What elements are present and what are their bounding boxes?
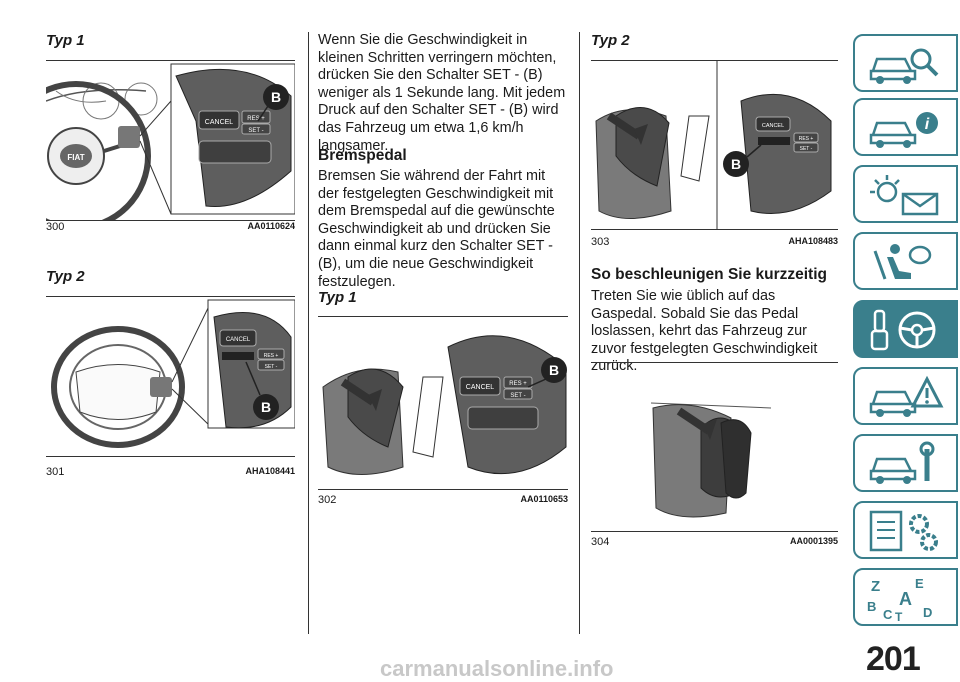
cancel-button-label: CANCEL: [762, 123, 784, 129]
tab-specifications[interactable]: [853, 501, 958, 559]
section-heading: Bremspedal: [318, 147, 407, 164]
figure-300: FIAT CANCEL RES + SET - B: [46, 60, 295, 221]
warning-lights-icon: [870, 175, 939, 216]
cancel-button-label: CANCEL: [466, 384, 495, 391]
index-letter: T: [895, 610, 903, 621]
car-info-icon: i: [869, 112, 938, 148]
figure-302: CANCEL RES + SET - B: [318, 316, 568, 490]
index-letter: Z: [871, 578, 880, 595]
figure-number: 303: [591, 236, 610, 248]
figure-type-label: Typ 1: [46, 32, 85, 49]
tab-car-warning-triangle[interactable]: [853, 367, 958, 425]
figure-number: 302: [318, 494, 337, 506]
index-letter: D: [923, 605, 932, 620]
res-button-label: RES +: [509, 381, 527, 387]
figure-number: 304: [591, 536, 610, 548]
watermark: carmanualsonline.info: [380, 656, 614, 681]
alphabetical-index-icon: Z E A B C D T: [867, 576, 932, 621]
key-steering-wheel-icon: [870, 309, 936, 351]
callout-b: B: [261, 399, 271, 415]
car-search-icon: [869, 48, 939, 84]
index-letter: C: [883, 607, 893, 621]
set-button-label: SET -: [800, 146, 813, 152]
index-letter: E: [915, 576, 924, 591]
column-divider: [308, 32, 309, 634]
figure-type-label: Typ 2: [591, 32, 630, 49]
index-letter: B: [867, 599, 876, 614]
figure-code: AA0110653: [520, 494, 568, 504]
figure-301: CANCEL RES + SET - B: [46, 296, 295, 457]
tab-warning-lights[interactable]: [853, 165, 958, 223]
section-heading: So beschleunigen Sie kurzzeitig: [591, 266, 827, 283]
airbag-seat-icon: [873, 244, 932, 280]
svg-text:i: i: [925, 116, 930, 133]
res-button-label: RES +: [799, 136, 814, 142]
tab-key-steering-wheel[interactable]: [853, 300, 958, 358]
tab-car-info[interactable]: i: [853, 98, 958, 156]
specifications-gears-icon: [869, 510, 938, 552]
callout-b: B: [549, 362, 559, 378]
figure-type-label: Typ 2: [46, 268, 85, 285]
page-number: 201: [866, 640, 921, 678]
figure-type-label: Typ 1: [318, 289, 357, 306]
figure-code: AA0110624: [247, 221, 295, 231]
column-divider: [579, 32, 580, 634]
index-letter: A: [899, 589, 912, 609]
tab-car-search[interactable]: [853, 34, 958, 92]
figure-304: [591, 362, 838, 532]
figure-number: 301: [46, 466, 65, 478]
figure-code: AHA108441: [245, 466, 295, 476]
tab-airbag-seat[interactable]: [853, 232, 958, 290]
tab-car-wrench[interactable]: [853, 434, 958, 492]
figure-code: AA0001395: [789, 536, 838, 546]
figure-number: 300: [46, 221, 65, 233]
car-wrench-icon: [869, 441, 935, 484]
tab-index[interactable]: Z E A B C D T: [853, 568, 958, 626]
set-button-label: SET -: [510, 393, 525, 399]
cancel-button-label: CANCEL: [226, 337, 251, 343]
callout-b: B: [271, 89, 281, 105]
car-warning-triangle-icon: [869, 375, 944, 417]
res-button-label: RES +: [264, 353, 279, 359]
set-button-label: SET -: [265, 364, 278, 370]
paragraph: Wenn Sie die Geschwindigkeit in kleinen …: [318, 32, 566, 154]
paragraph: Bremsen Sie während der Fahrt mit der fe…: [318, 168, 555, 290]
callout-b: B: [731, 156, 741, 172]
set-button-label: SET -: [248, 128, 263, 134]
cancel-button-label: CANCEL: [205, 119, 234, 126]
res-button-label: RES +: [247, 116, 265, 122]
fiat-logo-text: FIAT: [67, 153, 84, 162]
figure-code: AHA108483: [788, 236, 838, 246]
figure-303: CANCEL RES + SET - B: [591, 60, 838, 230]
